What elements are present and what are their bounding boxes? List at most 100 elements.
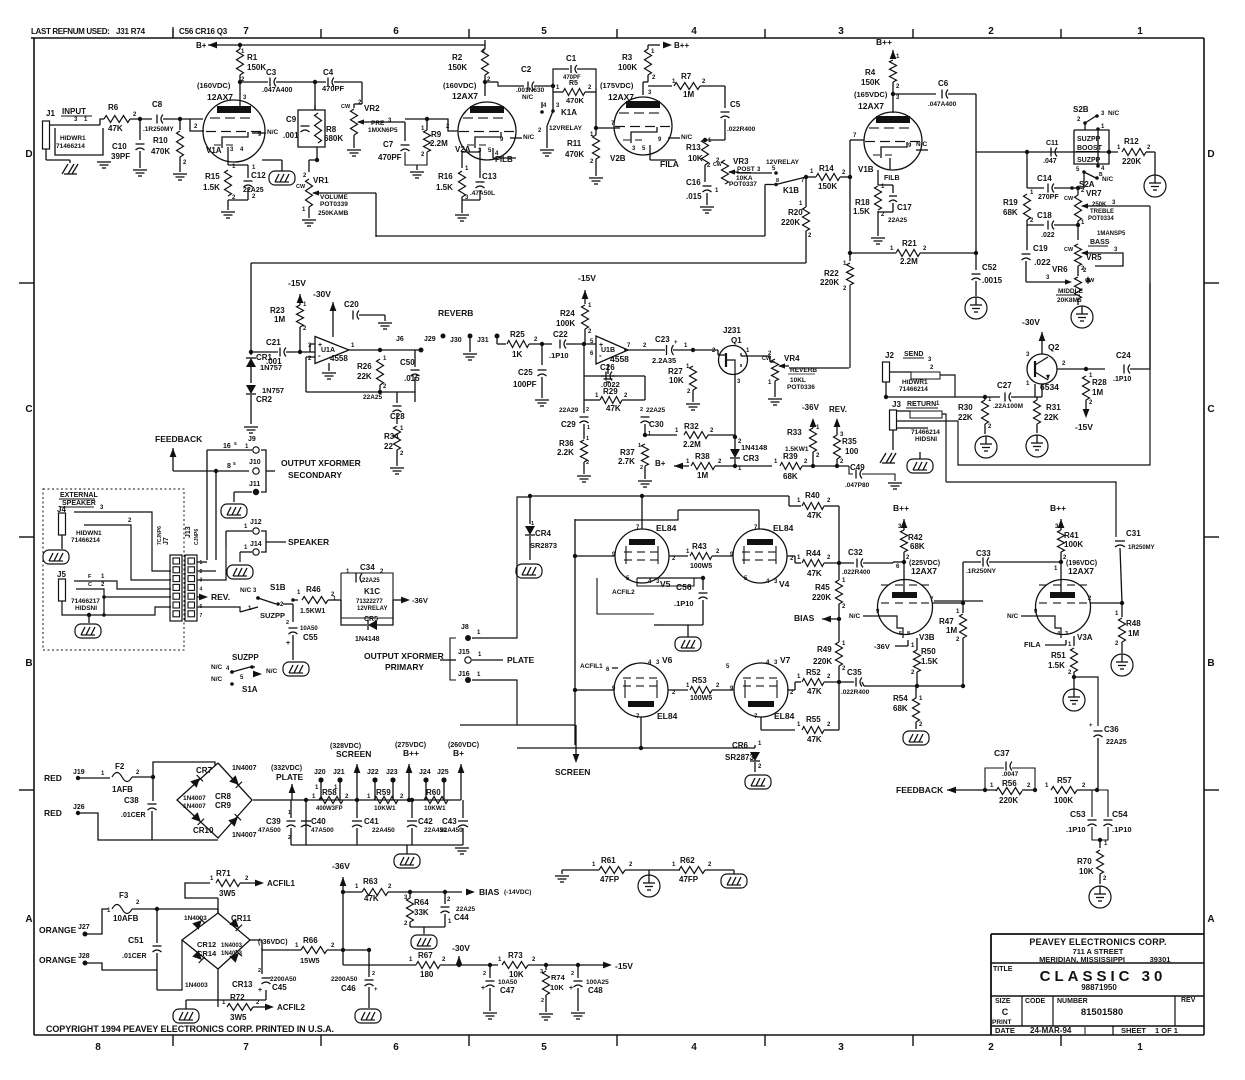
- svg-text:7: 7: [930, 597, 934, 603]
- svg-text:s: s: [233, 461, 236, 467]
- svg-text:C34: C34: [360, 563, 375, 572]
- svg-text:HIDWR1: HIDWR1: [902, 379, 928, 386]
- svg-text:2: 2: [624, 393, 628, 399]
- svg-text:R27: R27: [668, 367, 683, 376]
- svg-text:71466214: 71466214: [56, 143, 85, 150]
- svg-text:2: 2: [827, 722, 831, 728]
- svg-text:1: 1: [956, 609, 960, 615]
- svg-text:1MXN6P5: 1MXN6P5: [368, 127, 398, 134]
- svg-text:2: 2: [881, 212, 885, 218]
- svg-text:C45: C45: [272, 983, 287, 992]
- svg-text:POT0337: POT0337: [729, 181, 757, 188]
- svg-text:CR8: CR8: [215, 792, 232, 801]
- svg-text:B: B: [1207, 658, 1214, 669]
- svg-text:PRE: PRE: [371, 120, 385, 127]
- svg-text:J23: J23: [386, 769, 398, 776]
- svg-text:68K: 68K: [910, 542, 925, 551]
- svg-text:C20: C20: [344, 300, 359, 309]
- svg-text:3: 3: [1114, 247, 1118, 253]
- svg-text:C: C: [1002, 1007, 1009, 1017]
- svg-text:100K: 100K: [1054, 796, 1073, 805]
- svg-text:C49: C49: [850, 463, 865, 472]
- svg-text:1: 1: [1081, 220, 1085, 226]
- svg-text:1N4007: 1N4007: [183, 795, 206, 802]
- svg-text:22A25: 22A25: [363, 394, 383, 401]
- svg-text:22K: 22K: [958, 413, 973, 422]
- svg-text:R47: R47: [939, 617, 954, 626]
- svg-text:1: 1: [244, 545, 248, 551]
- svg-text:.0022: .0022: [601, 380, 620, 389]
- svg-text:.001: .001: [283, 131, 299, 140]
- svg-text:9: 9: [1034, 609, 1038, 615]
- svg-text:(175VDC): (175VDC): [600, 81, 634, 90]
- svg-text:2: 2: [1089, 400, 1093, 406]
- svg-text:5: 5: [772, 166, 776, 172]
- svg-text:2.2A35: 2.2A35: [652, 356, 676, 365]
- svg-text:-: -: [599, 351, 602, 360]
- svg-text:400W3FP: 400W3FP: [316, 806, 343, 812]
- svg-text:6: 6: [393, 1042, 399, 1053]
- svg-text:R30: R30: [958, 403, 973, 412]
- svg-text:C: C: [1207, 404, 1214, 415]
- svg-text:7: 7: [243, 1042, 249, 1053]
- svg-text:47FP: 47FP: [679, 875, 699, 884]
- svg-text:TITLE: TITLE: [993, 966, 1013, 973]
- svg-text:U1A: U1A: [321, 347, 335, 354]
- svg-text:R7: R7: [681, 72, 692, 81]
- svg-text:VR7: VR7: [1086, 189, 1102, 198]
- svg-text:9: 9: [730, 686, 734, 692]
- svg-text:2: 2: [640, 465, 643, 471]
- svg-text:1: 1: [758, 741, 762, 747]
- svg-text:1M: 1M: [683, 90, 694, 99]
- svg-text:C48: C48: [588, 986, 603, 995]
- svg-text:22A25: 22A25: [888, 217, 908, 224]
- svg-text:R11: R11: [567, 139, 582, 148]
- svg-text:3: 3: [230, 147, 234, 153]
- svg-text:2: 2: [672, 690, 676, 696]
- svg-text:12AX7: 12AX7: [858, 101, 884, 111]
- svg-text:CR13: CR13: [232, 980, 253, 989]
- svg-text:150K: 150K: [818, 182, 837, 191]
- svg-text:ACFIL2: ACFIL2: [277, 1003, 306, 1012]
- svg-text:R10: R10: [153, 136, 168, 145]
- svg-text:CR6: CR6: [732, 741, 749, 750]
- svg-text:F2: F2: [115, 762, 125, 771]
- svg-text:1: 1: [1089, 373, 1093, 379]
- svg-text:DATE: DATE: [995, 1026, 1015, 1035]
- svg-text:HIDWR1: HIDWR1: [60, 135, 86, 142]
- svg-text:CR1: CR1: [256, 353, 273, 362]
- svg-text:R8: R8: [326, 125, 337, 134]
- svg-text:3: 3: [243, 95, 247, 101]
- svg-text:2: 2: [919, 722, 923, 728]
- svg-text:2: 2: [241, 77, 245, 83]
- svg-text:680K: 680K: [324, 134, 343, 143]
- svg-text:R70: R70: [1077, 857, 1092, 866]
- svg-text:7: 7: [200, 613, 203, 619]
- svg-text:2: 2: [256, 1000, 260, 1006]
- svg-text:2: 2: [128, 518, 132, 524]
- svg-text:SUZPP: SUZPP: [260, 611, 285, 620]
- svg-text:Q1: Q1: [731, 336, 742, 345]
- svg-text:1.5K: 1.5K: [203, 183, 220, 192]
- svg-text:5: 5: [590, 339, 594, 345]
- svg-text:-30V: -30V: [313, 289, 331, 299]
- svg-text:C42: C42: [418, 817, 433, 826]
- svg-text:2: 2: [588, 85, 592, 91]
- svg-text:HIDSNI: HIDSNI: [915, 436, 937, 443]
- svg-text:1: 1: [477, 630, 481, 636]
- svg-text:N/C: N/C: [1007, 613, 1019, 620]
- svg-text:C55: C55: [303, 633, 318, 642]
- svg-text:2: 2: [303, 173, 307, 179]
- svg-text:C: C: [25, 404, 32, 415]
- svg-text:J24: J24: [419, 769, 431, 776]
- svg-text:VR3: VR3: [733, 157, 749, 166]
- svg-text:C1: C1: [566, 54, 577, 63]
- svg-text:22A29: 22A29: [559, 407, 579, 414]
- svg-text:C50: C50: [400, 358, 415, 367]
- svg-text:J13: J13: [185, 526, 192, 538]
- svg-text:S1A: S1A: [242, 685, 258, 694]
- svg-text:R44: R44: [806, 549, 821, 558]
- svg-text:CLASSIC 30: CLASSIC 30: [1040, 968, 1167, 985]
- svg-text:R61: R61: [601, 856, 616, 865]
- svg-text:2: 2: [133, 112, 137, 118]
